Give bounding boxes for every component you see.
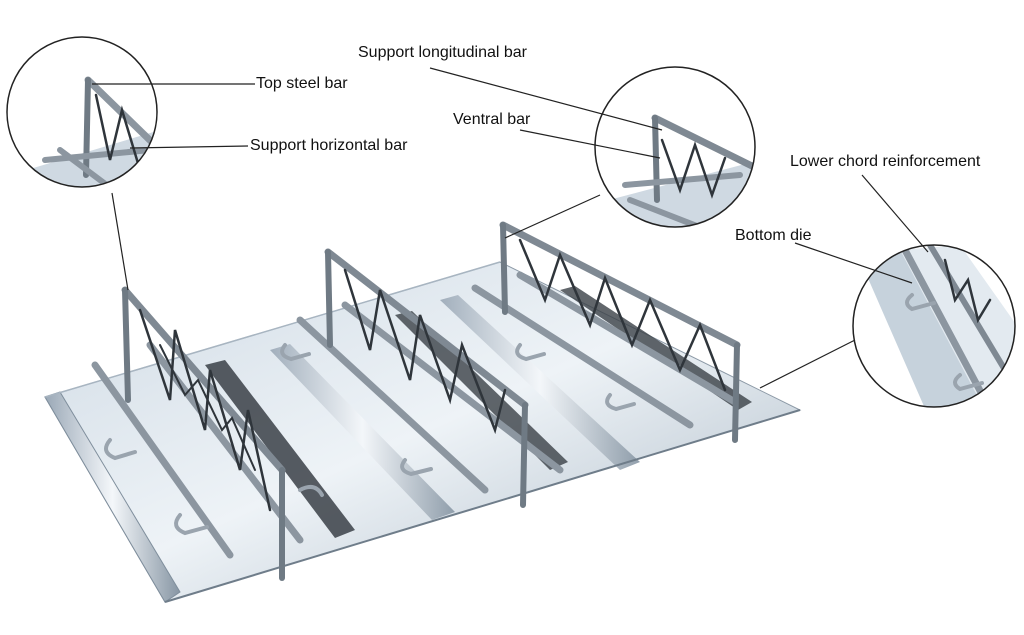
label-top-steel-bar: Top steel bar (256, 75, 348, 92)
leader-circle-c-to-deck (759, 339, 856, 389)
leader-circle-b-to-truss (504, 194, 601, 239)
detail-circle-right (852, 244, 1016, 408)
leader-bottom-die (794, 242, 913, 284)
leader-support-horizontal-bar (129, 145, 249, 149)
leader-support-longitudinal-bar (429, 67, 663, 131)
label-support-horizontal-bar: Support horizontal bar (250, 137, 408, 154)
label-ventral-bar: Ventral bar (453, 111, 531, 128)
label-bottom-die: Bottom die (735, 227, 812, 244)
label-support-longitudinal-bar: Support longitudinal bar (358, 44, 528, 61)
leader-circle-a-to-truss (111, 192, 129, 291)
detail-circle-top-left (6, 36, 158, 188)
truss-girder-right (471, 221, 752, 443)
leader-lower-chord-reinforcement (861, 174, 929, 253)
truss-girder-left (91, 286, 355, 581)
detail-circle-top-middle (594, 66, 756, 228)
leader-lines (92, 67, 929, 389)
truss-girder-middle (280, 248, 568, 508)
label-lower-chord-reinforcement: Lower chord reinforcement (790, 153, 981, 170)
leader-ventral-bar (519, 129, 661, 159)
